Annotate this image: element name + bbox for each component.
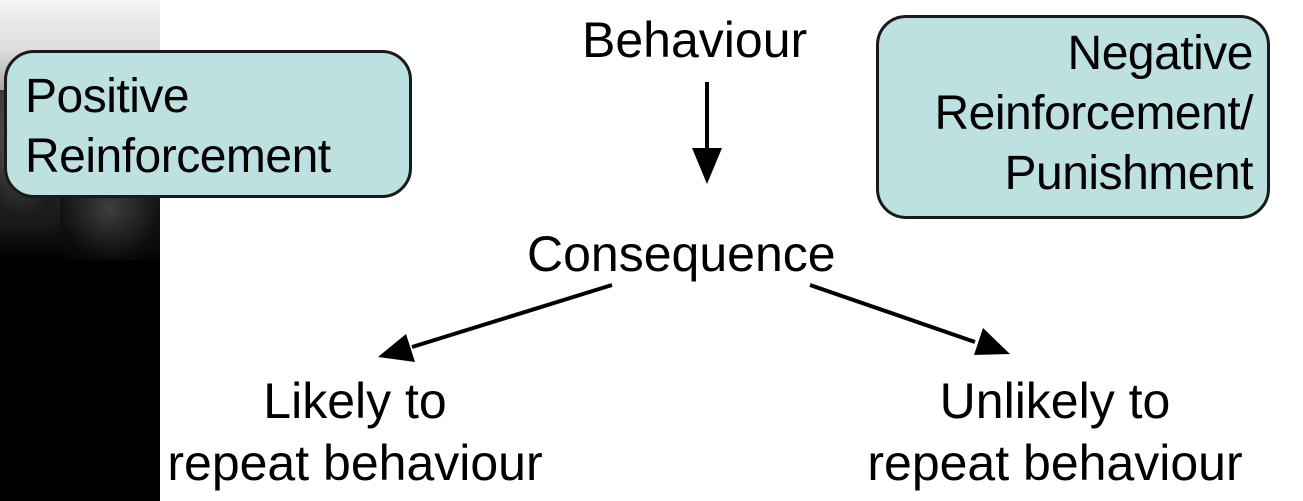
- likely-to-repeat-label: Likely to repeat behaviour: [167, 373, 543, 491]
- unlikely-to-repeat-label: Unlikely to repeat behaviour: [867, 373, 1243, 491]
- behaviour-label: Behaviour: [582, 12, 808, 68]
- negative-reinforcement-label: Negative Reinforcement/ Punishment: [934, 27, 1254, 200]
- arrow-consequence-to-unlikely: [809, 283, 1010, 355]
- positive-reinforcement-label: Positive Reinforcement: [25, 70, 331, 183]
- positive-reinforcement-box: Positive Reinforcement: [4, 50, 412, 198]
- consequence-label: Consequence: [527, 226, 836, 282]
- negative-reinforcement-box: Negative Reinforcement/ Punishment: [876, 15, 1270, 219]
- arrow-consequence-to-likely: [378, 283, 613, 362]
- arrow-behaviour-to-consequence: [692, 82, 722, 184]
